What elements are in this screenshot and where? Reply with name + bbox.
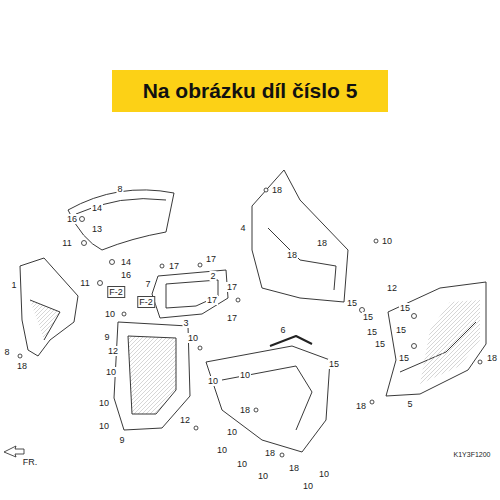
callout-number: 12 (107, 346, 119, 356)
callout-number: 6 (279, 325, 286, 335)
callout-number: 9 (103, 332, 110, 342)
callout-number: 12 (179, 415, 191, 425)
callout-number: 18 (239, 405, 251, 415)
windscreen (68, 190, 174, 250)
callout-number: 10 (236, 459, 248, 469)
callout-number: 10 (226, 427, 238, 437)
drawing-code: K1Y3F1200 (453, 450, 492, 460)
callout-number: 14 (120, 257, 132, 267)
callout-number: 18 (288, 463, 300, 473)
callout-number: 10 (98, 398, 110, 408)
callout-number: 10 (302, 481, 314, 491)
callout-number: 7 (144, 279, 151, 289)
callout-number: 10 (318, 469, 330, 479)
callout-number: 15 (362, 312, 374, 322)
callout-number: FR. (22, 457, 39, 467)
callout-number: 16 (66, 214, 78, 224)
callout-number: 8 (116, 184, 123, 194)
callout-number: 11 (79, 278, 90, 288)
callout-number: 15 (346, 298, 358, 308)
callout-number: F-2 (107, 286, 125, 298)
callout-number: 17 (205, 254, 217, 264)
callout-number: 10 (257, 471, 269, 481)
callout-number: 18 (264, 448, 276, 458)
callout-number: 18 (286, 250, 298, 260)
callout-number: 10 (207, 376, 219, 386)
callout-number: F-2 (137, 296, 155, 308)
callout-number: 18 (486, 353, 498, 363)
callout-number: 9 (118, 435, 125, 445)
callout-number: 17 (226, 282, 238, 292)
callout-number: 8 (3, 347, 10, 357)
callout-number: 10 (239, 370, 251, 380)
callout-number: 15 (398, 353, 410, 363)
callout-number: 10 (98, 421, 110, 431)
callout-number: 13 (91, 224, 103, 234)
callout-number: 10 (105, 367, 117, 377)
callout-number: 5 (406, 399, 413, 409)
callout-number: 10 (216, 445, 228, 455)
upper-bracket (152, 270, 228, 318)
banner: Na obrázku díl číslo 5 (112, 70, 388, 112)
callout-number: 17 (226, 313, 238, 323)
callout-number: 3 (182, 318, 189, 328)
callout-number: 15 (399, 303, 411, 313)
callout-number: 4 (239, 223, 246, 233)
callout-number: 15 (366, 327, 378, 337)
callout-number: 17 (206, 295, 218, 305)
callout-number: 16 (120, 270, 132, 280)
front-cowl (20, 258, 78, 356)
callout-number: 17 (168, 261, 180, 271)
callout-number: 18 (355, 401, 367, 411)
callout-number: 12 (386, 283, 398, 293)
side-cover (386, 282, 486, 396)
callout-number: 2 (209, 271, 216, 281)
callout-number: 10 (187, 333, 199, 343)
callout-number: 15 (374, 339, 386, 349)
callout-number: 18 (16, 361, 28, 371)
callout-number: 10 (381, 236, 393, 246)
bracket (270, 336, 312, 346)
callout-number: 10 (104, 309, 116, 319)
inner-panel (114, 322, 190, 430)
callout-number: 15 (395, 325, 407, 335)
callout-number: 1 (10, 280, 17, 290)
banner-text: Na obrázku díl číslo 5 (143, 79, 358, 103)
lower-panel (206, 346, 330, 452)
callout-number: 15 (328, 359, 340, 369)
front-arrow (4, 446, 24, 457)
callout-number: 11 (61, 238, 72, 248)
callout-number: 18 (271, 185, 283, 195)
callout-number: 14 (91, 203, 103, 213)
center-cover (252, 170, 348, 302)
callout-number: 18 (316, 238, 328, 248)
